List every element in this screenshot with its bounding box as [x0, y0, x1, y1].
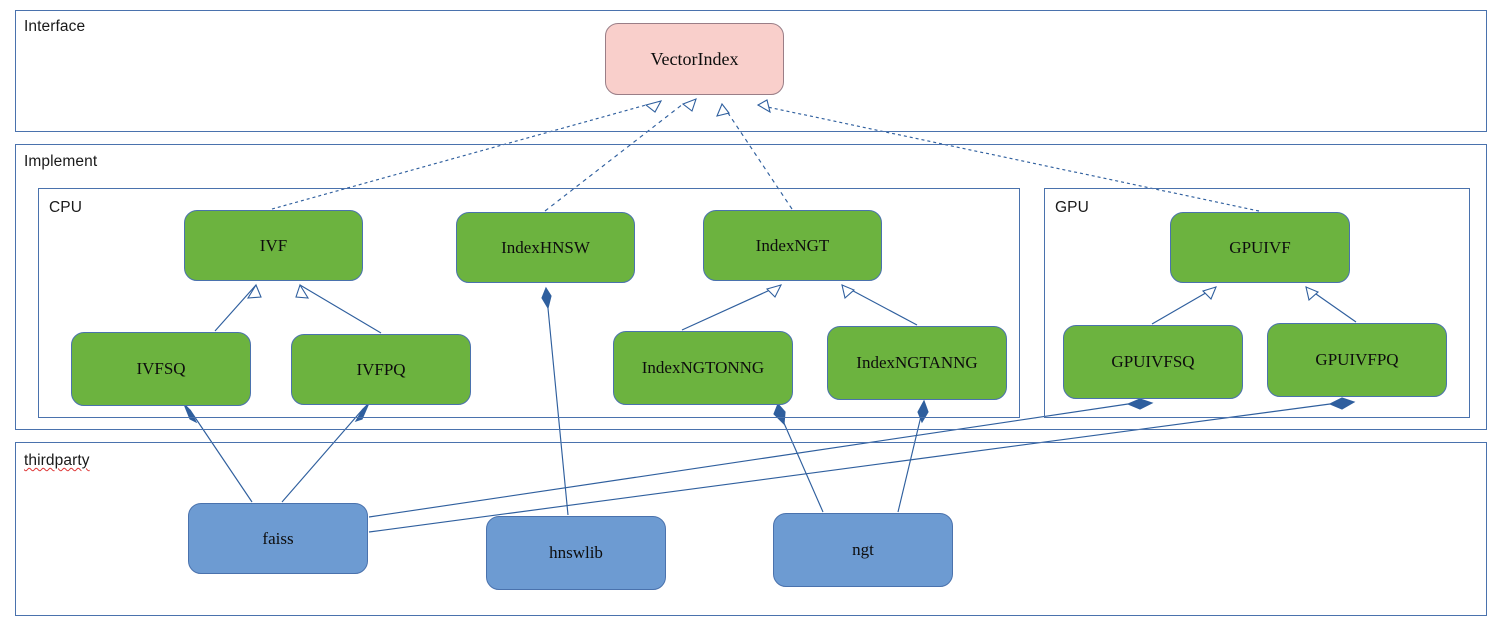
node-ivfpq-label: IVFPQ [356, 359, 406, 379]
node-hnswlib-label: hnswlib [549, 543, 603, 562]
node-indexngtonng[interactable]: IndexNGTONNG [613, 331, 793, 405]
node-vectorindex-label: VectorIndex [650, 48, 739, 69]
container-thirdparty [15, 442, 1487, 616]
node-indexhnsw-label: IndexHNSW [501, 237, 590, 257]
node-gpuivfpq[interactable]: GPUIVFPQ [1267, 323, 1447, 397]
container-cpu-label: CPU [49, 199, 83, 216]
node-gpuivfpq-label: GPUIVFPQ [1315, 350, 1399, 369]
container-cpu [38, 188, 1020, 418]
node-indexngt-label: IndexNGT [755, 235, 830, 255]
container-thirdparty-label: thirdparty [24, 452, 90, 469]
node-hnswlib[interactable]: hnswlib [486, 516, 666, 590]
node-gpuivf[interactable]: GPUIVF [1170, 212, 1350, 283]
container-gpu-label: GPU [1055, 199, 1089, 216]
container-gpu [1044, 188, 1470, 418]
node-indexngt[interactable]: IndexNGT [703, 210, 882, 281]
node-gpuivfsq-label: GPUIVFSQ [1111, 352, 1195, 371]
node-ivf[interactable]: IVF [184, 210, 363, 281]
container-interface [15, 10, 1487, 132]
node-vectorindex[interactable]: VectorIndex [605, 23, 784, 95]
node-ivfsq[interactable]: IVFSQ [71, 332, 251, 406]
node-indexngtanng[interactable]: IndexNGTANNG [827, 326, 1007, 400]
node-gpuivfsq[interactable]: GPUIVFSQ [1063, 325, 1243, 399]
node-ngt-label: ngt [852, 540, 874, 559]
container-implement-label: Implement [24, 153, 98, 170]
node-ivfpq[interactable]: IVFPQ [291, 334, 471, 405]
node-gpuivf-label: GPUIVF [1229, 237, 1291, 257]
node-indexhnsw[interactable]: IndexHNSW [456, 212, 635, 283]
node-ivfsq-label: IVFSQ [136, 359, 186, 378]
node-faiss[interactable]: faiss [188, 503, 368, 574]
container-implement [15, 144, 1487, 430]
node-indexngtonng-label: IndexNGTONNG [641, 358, 765, 377]
node-ngt[interactable]: ngt [773, 513, 953, 587]
node-faiss-label: faiss [262, 528, 294, 548]
node-indexngtanng-label: IndexNGTANNG [856, 353, 978, 372]
node-ivf-label: IVF [259, 235, 288, 255]
container-interface-label: Interface [24, 18, 86, 35]
